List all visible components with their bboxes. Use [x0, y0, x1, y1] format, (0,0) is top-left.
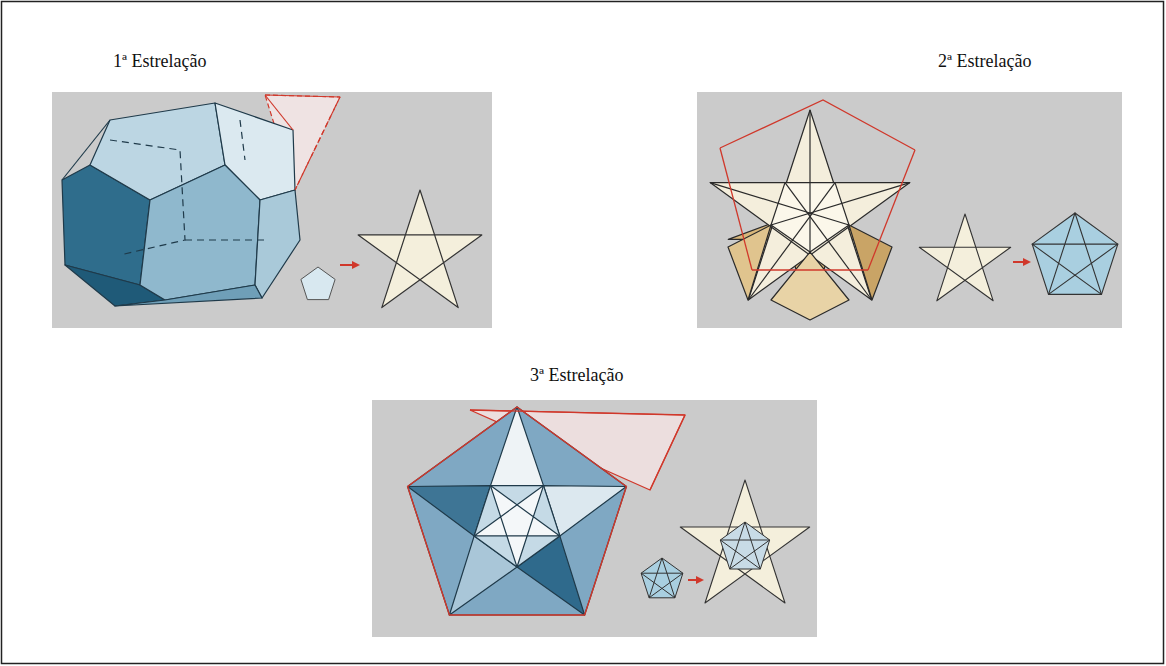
panel-heading: 3ª Estrelação — [530, 364, 623, 386]
panel-heading: 1ª Estrelação — [113, 50, 206, 72]
stellation-panel: 1ª Estrelação — [52, 50, 492, 328]
stellation-panel: 2ª Estrelação — [697, 50, 1122, 328]
panel-heading: 2ª Estrelação — [938, 50, 1031, 72]
stellation-panel: 3ª Estrelação — [372, 364, 817, 637]
